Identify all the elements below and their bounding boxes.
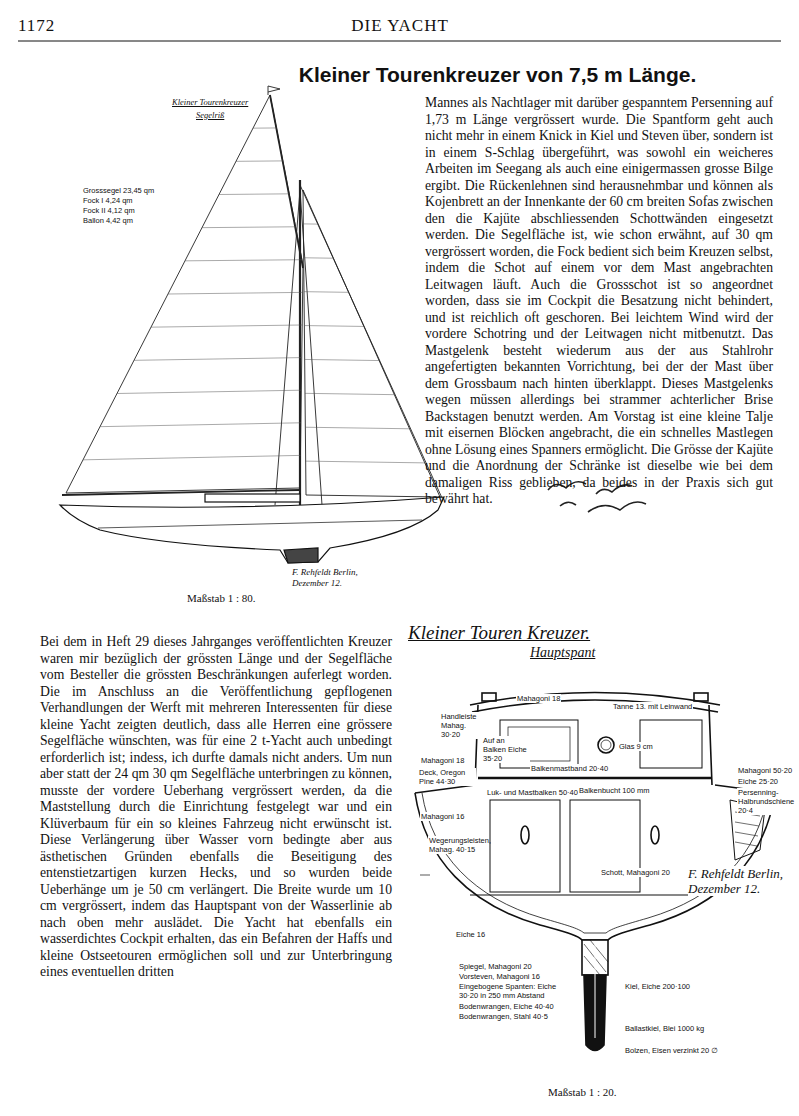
hull-profile: [205, 494, 300, 502]
part-label: Luk- und Mastbalken 50·40: [486, 788, 579, 797]
sail-plan: [253, 127, 276, 128]
body-text: Bei dem in Heft 29 dieses Jahrganges ver…: [40, 634, 392, 981]
article-title: Kleiner Tourenkreuzer von 7,5 m Länge.: [215, 63, 780, 87]
signature: F. Rehfeldt Berlin, Dezember 12.: [688, 866, 792, 896]
part-label: Eiche 16: [455, 930, 486, 939]
scale-note: Maßstab 1 : 20.: [548, 1086, 616, 1098]
sail-plan: [151, 325, 302, 327]
part-label: Wegerungsleisten, Mahag. 40·15: [428, 836, 486, 854]
header-rule: [18, 41, 781, 42]
sail-plan: [304, 291, 349, 293]
part-label: Eiche 25·20: [737, 777, 795, 786]
sail-plan: [305, 427, 409, 429]
part-label: Persenning-Halbrundschiene 20·4: [737, 788, 795, 815]
hull-profile: [284, 548, 318, 563]
hull-section: [470, 693, 720, 713]
part-label: Kiel, Eiche 200·100: [624, 982, 691, 991]
part-label: Vorsteven, Mahagoni 16: [458, 972, 541, 981]
sail-plan: [117, 390, 301, 393]
seagulls: [560, 502, 576, 506]
sail-plan: [66, 95, 303, 493]
sail-plan: [299, 180, 301, 505]
hull-section: [570, 800, 640, 892]
part-label: Ballastkiel, Blei 1000 kg: [624, 1024, 705, 1033]
part-label: Bodenwrangen, Stahl 40·5: [458, 1012, 549, 1021]
sail-plan: [236, 160, 283, 161]
sail-plan: [62, 86, 442, 505]
sail-area: Fock II 4,12 qm: [82, 206, 136, 215]
part-label: Bodenwrangen, Eiche 40·40: [458, 1002, 555, 1011]
part-label: Mahagoni 18: [420, 756, 465, 765]
part-label: Balkenmastband 20·40: [530, 764, 609, 773]
sail-plan: [300, 190, 322, 505]
part-label: Spiegel, Mahagoni 20: [458, 962, 533, 971]
hull-section: [595, 944, 596, 1038]
hull-section: [601, 740, 611, 750]
hull-section: [470, 895, 720, 896]
hull-profile: [60, 494, 444, 563]
sail-plan: [268, 86, 280, 92]
part-label: Balkenbucht 100 mm: [578, 786, 650, 795]
drawing-title: Kleiner Tourenkreuzer: [172, 97, 248, 107]
drawing-title: Kleiner Touren Kreuzer.: [408, 622, 590, 644]
sail-plan: [185, 260, 302, 261]
part-label: Handleiste Mahag. 30·20: [440, 712, 486, 739]
hull-section: [694, 693, 708, 701]
part-label: Mahagoni 16: [420, 812, 465, 821]
scale-note: Maßstab 1 : 80.: [187, 592, 255, 604]
hull-section: [521, 826, 529, 844]
hull-section: [651, 826, 659, 844]
seagulls: [588, 502, 646, 512]
sail-plan: [305, 359, 379, 360]
hull-section: [482, 693, 496, 701]
sail-area: Grosssegel 23,45 qm: [82, 186, 155, 195]
sail-plan: [304, 325, 364, 327]
sail-plan: [268, 86, 269, 95]
part-label: Auf an Balken Eiche 35·20: [482, 736, 530, 763]
hull-section: [475, 705, 712, 785]
sail-plan: [83, 128, 425, 463]
hull-section: [490, 800, 560, 892]
hull-section: [735, 812, 760, 846]
part-label: Tanne 13. mit Leinwand: [612, 702, 693, 711]
sail-plan: [219, 193, 289, 195]
header-rule: [18, 41, 781, 42]
part-label: Deck, Oregon Pine 44·30: [418, 768, 476, 786]
sail-area: Fock I 4,24 qm: [82, 196, 134, 205]
sail-plan: [202, 226, 296, 228]
hull-section: [478, 777, 712, 780]
part-label: Bolzen, Eisen verzinkt 20 ∅: [624, 1046, 719, 1055]
sail-plan: [100, 423, 301, 427]
part-label: Mahagoni 50·20: [737, 766, 795, 775]
part-label: Glas 9 cm: [618, 742, 654, 751]
hull-section: [598, 737, 614, 753]
part-label: Mahagoni 18: [516, 694, 561, 703]
sail-plan: [300, 185, 442, 498]
sail-plan: [275, 190, 300, 505]
hull-section: [422, 793, 768, 933]
running-head: DIE YACHT: [290, 16, 510, 36]
drawing-subtitle: Segelriß: [196, 110, 224, 120]
hull-profile: [60, 497, 444, 563]
page-number: 1172: [18, 16, 55, 36]
sail-plan: [303, 223, 318, 224]
part-label: Eingebogene Spanten: Eiche 30·20 in 250 …: [458, 982, 575, 1000]
hull-profile: [98, 520, 422, 528]
sail-plan: [305, 393, 394, 394]
hull-section: [584, 940, 608, 975]
sail-plan: [270, 95, 303, 268]
sail-plan: [306, 461, 425, 463]
signature: F. Rehfeldt Berlin, Dezember 12.: [292, 567, 364, 589]
sail-plan: [304, 257, 334, 258]
sail-area: Ballon 4,42 qm: [82, 216, 134, 225]
sail-plan: [134, 358, 302, 361]
sail-plan: [168, 292, 303, 294]
drawing-subtitle: Hauptspant: [530, 645, 595, 661]
part-label: Schott, Mahagoni 20: [600, 868, 671, 877]
sail-plan: [83, 455, 300, 459]
body-text: Mannes als Nachtlager mit darüber gespan…: [425, 95, 773, 508]
